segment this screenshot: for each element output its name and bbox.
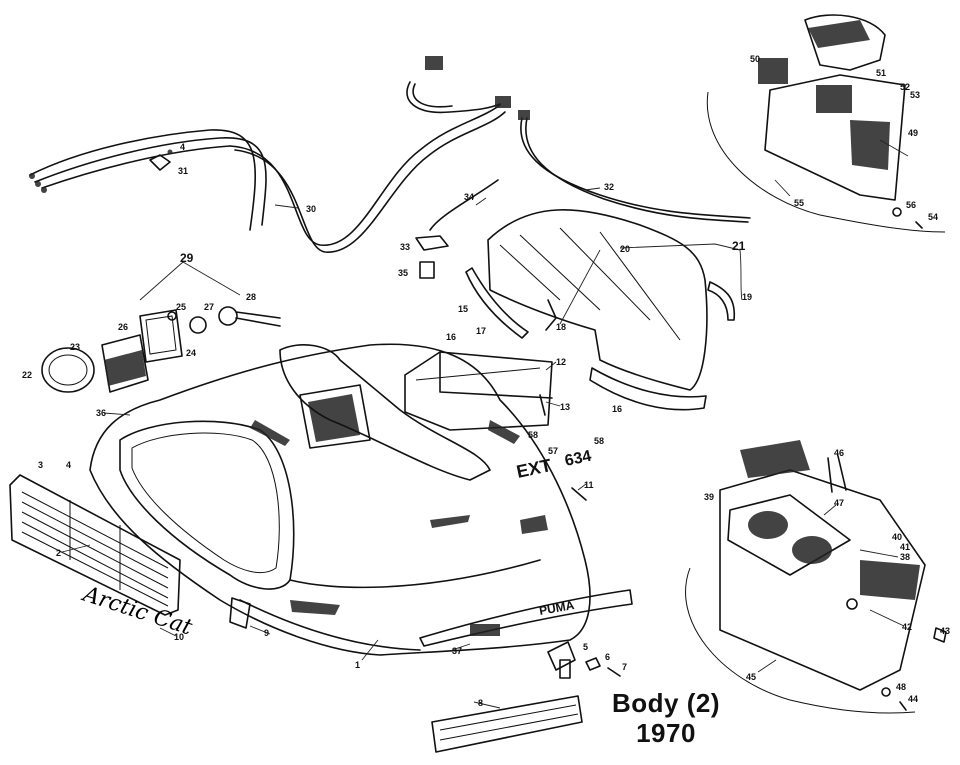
clip-part-31 — [149, 149, 173, 171]
trim-11 — [571, 487, 587, 501]
clip-19 — [707, 281, 736, 321]
callout-43: 43 — [940, 626, 950, 636]
callout-21: 21 — [732, 239, 746, 253]
ext-badge: EXT — [515, 455, 553, 482]
callout-24: 24 — [186, 348, 196, 358]
latch-hardware — [547, 641, 621, 679]
callout-45: 45 — [746, 672, 756, 682]
clip-18 — [545, 299, 557, 331]
callout-39: 39 — [704, 492, 714, 502]
callout-16-trim: 16 — [612, 404, 622, 414]
callout-38: 38 — [900, 552, 910, 562]
bracket-33-35 — [415, 179, 499, 279]
callout-41: 41 — [900, 542, 910, 552]
diagram-title-block: Body (2) 1970 — [612, 688, 720, 748]
callout-58-badge: 58 — [594, 436, 604, 446]
callout-42: 42 — [902, 622, 912, 632]
callout-46: 46 — [834, 448, 844, 458]
callout-3: 3 — [38, 460, 43, 470]
callout-11: 11 — [584, 480, 594, 490]
callout-33: 33 — [400, 242, 410, 252]
hood-decal-37: PUMA — [419, 589, 633, 647]
callout-55: 55 — [794, 198, 804, 208]
headlight-assembly — [41, 261, 281, 393]
callout-9: 9 — [264, 628, 269, 638]
wiring-harness-30 — [29, 56, 511, 253]
callout-15: 15 — [458, 304, 468, 314]
callout-35: 35 — [398, 268, 408, 278]
callout-58-tray: 58 — [528, 430, 538, 440]
callout-53: 53 — [910, 90, 920, 100]
callout-16: 16 — [446, 332, 456, 342]
callout-34: 34 — [464, 192, 474, 202]
callout-7: 7 — [622, 662, 627, 672]
callout-4-clip: 4 — [180, 142, 185, 152]
callout-20: 20 — [620, 244, 630, 254]
wiring-harness-32 — [518, 110, 751, 223]
callout-50: 50 — [750, 54, 760, 64]
callout-54: 54 — [928, 212, 938, 222]
callout-2: 2 — [56, 548, 61, 558]
callout-28: 28 — [246, 292, 256, 302]
callout-17: 17 — [476, 326, 486, 336]
callout-8: 8 — [478, 698, 483, 708]
callout-25: 25 — [176, 302, 186, 312]
trim-14 — [589, 367, 707, 411]
callout-leaders — [61, 139, 909, 709]
callout-13: 13 — [560, 402, 570, 412]
trim-15 — [465, 267, 529, 339]
mounting-plate-8 — [431, 695, 583, 753]
callout-29: 29 — [180, 251, 194, 265]
callout-52: 52 — [900, 82, 910, 92]
callout-36: 36 — [96, 408, 106, 418]
callout-12: 12 — [556, 357, 566, 367]
callout-37: 37 — [452, 646, 462, 656]
model-badge: 634 — [563, 448, 593, 470]
callout-51: 51 — [876, 68, 886, 78]
callout-5: 5 — [583, 642, 588, 652]
callout-10: 10 — [174, 632, 184, 642]
callout-1: 1 — [355, 660, 360, 670]
windshield-20 — [487, 209, 708, 391]
storage-tray-12 — [404, 351, 553, 444]
hood-name-decal: PUMA — [538, 598, 576, 618]
callout-44: 44 — [908, 694, 918, 704]
hood-body — [89, 343, 591, 656]
callout-18: 18 — [556, 322, 566, 332]
callout-48: 48 — [896, 682, 906, 692]
diagram-year: 1970 — [636, 718, 696, 748]
dash-console-inset-upper — [706, 14, 946, 233]
callout-56: 56 — [906, 200, 916, 210]
dash-console-inset-lower — [685, 440, 947, 714]
callout-6: 6 — [605, 652, 610, 662]
callout-31: 31 — [178, 166, 188, 176]
callout-4-grille: 4 — [66, 460, 71, 470]
grille-2 — [9, 474, 181, 616]
callout-49: 49 — [908, 128, 918, 138]
callout-47: 47 — [834, 498, 844, 508]
callout-40: 40 — [892, 532, 902, 542]
callout-30: 30 — [306, 204, 316, 214]
callout-19: 19 — [742, 292, 752, 302]
callout-32: 32 — [604, 182, 614, 192]
callout-22: 22 — [22, 370, 32, 380]
callout-labels: 1 2 3 4 4 5 6 7 8 9 10 11 12 13 15 16 17… — [22, 54, 950, 708]
callout-57: 57 — [548, 446, 558, 456]
callout-27: 27 — [204, 302, 214, 312]
callout-23: 23 — [70, 342, 80, 352]
diagram-title: Body (2) — [612, 688, 720, 718]
callout-26: 26 — [118, 322, 128, 332]
strap-9 — [229, 597, 251, 629]
